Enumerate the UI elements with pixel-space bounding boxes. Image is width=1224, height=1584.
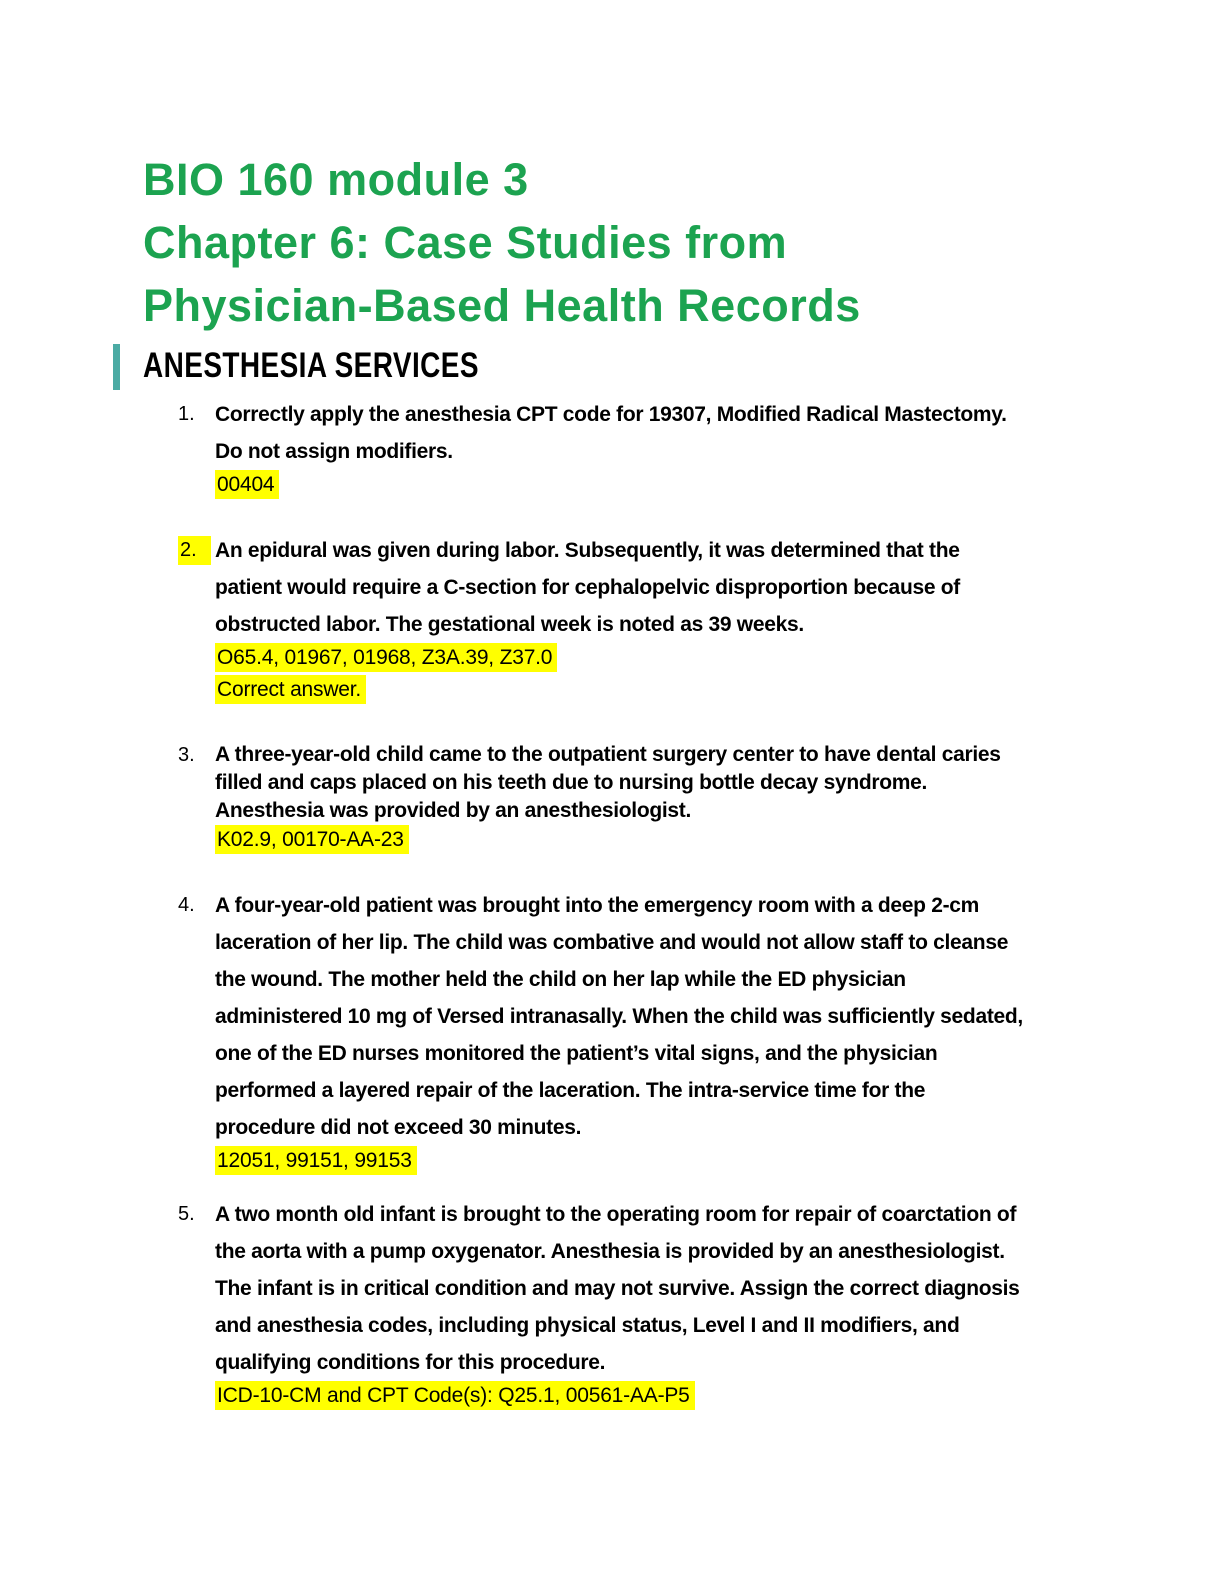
question-text-line: An epidural was given during labor. Subs… [215,539,960,562]
question-item-5: 5. A two month old infant is brought to t… [178,1196,1104,1413]
answer-line: ICD-10-CM and CPT Code(s): Q25.1, 00561-… [215,1381,1104,1413]
question-text-line: laceration of her lip. The child was com… [215,931,1009,954]
question-text-line: The infant is in critical condition and … [215,1277,1020,1300]
answer-line: Correct answer. [215,675,1104,707]
section-heading: ANESTHESIA SERVICES [113,342,1104,390]
question-item-2: 2.An epidural was given during labor. Su… [178,532,1104,707]
question-number: 5. [178,1203,195,1225]
answer-highlight: ICD-10-CM and CPT Code(s): Q25.1, 00561-… [215,1381,695,1410]
question-number: 1. [178,403,195,425]
answer-line: O65.4, 01967, 01968, Z3A.39, Z37.0 [215,643,1104,675]
question-text-line: the aorta with a pump oxygenator. Anesth… [215,1240,1005,1263]
question-text-line: A three-year-old child came to the outpa… [215,743,1001,766]
question-text-line: Anesthesia was provided by an anesthesio… [215,799,692,822]
section-heading-text: ANESTHESIA SERVICES [143,346,479,385]
question-text-line: Do not assign modifiers. [215,440,453,463]
answer-highlight: 12051, 99151, 99153 [215,1146,417,1175]
question-text-line: A four-year-old patient was brought into… [215,894,980,917]
question-text-line: filled and caps placed on his teeth due … [215,771,928,794]
question-body: An epidural was given during labor. Subs… [215,532,1104,707]
questions-list: 1. Correctly apply the anesthesia CPT cod… [143,396,1104,1413]
question-item-4: 4. A four-year-old patient was brought in… [178,887,1104,1178]
question-text-line: performed a layered repair of the lacera… [215,1079,926,1102]
question-text-line: patient would require a C-section for ce… [215,576,960,599]
title-line-2: Chapter 6: Case Studies from [143,217,788,268]
accent-bar [113,344,120,390]
question-item-3: 3. A three-year-old child came to the out… [178,741,1104,857]
question-body: A two month old infant is brought to the… [215,1196,1104,1413]
answer-highlight: K02.9, 00170-AA-23 [215,825,409,854]
question-text-line: administered 10 mg of Versed intranasall… [215,1005,1023,1028]
question-text-line: obstructed labor. The gestational week i… [215,613,804,636]
question-text-line: qualifying conditions for this procedure… [215,1351,606,1374]
title-line-3: Physician-Based Health Records [143,280,861,331]
question-text-line: one of the ED nurses monitored the patie… [215,1042,938,1065]
question-text-line: Correctly apply the anesthesia CPT code … [215,403,1007,426]
question-text-line: and anesthesia codes, including physical… [215,1314,960,1337]
question-text-line: the wound. The mother held the child on … [215,968,906,991]
answer-line: 00404 [215,470,1104,502]
question-body: A three-year-old child came to the outpa… [215,741,1104,857]
question-number-highlight: 2. [178,536,211,565]
question-item-1: 1. Correctly apply the anesthesia CPT cod… [178,396,1104,502]
question-number: 3. [178,744,195,766]
question-number: 4. [178,894,195,916]
question-number: 2. [178,532,215,707]
answer-line: 12051, 99151, 99153 [215,1146,1104,1178]
question-text-line: A two month old infant is brought to the… [215,1203,1017,1226]
question-text-line: procedure did not exceed 30 minutes. [215,1116,582,1139]
question-body: Correctly apply the anesthesia CPT code … [215,396,1104,502]
answer-highlight: 00404 [215,470,280,499]
question-body: A four-year-old patient was brought into… [215,887,1104,1178]
page-title: BIO 160 module 3 Chapter 6: Case Studies… [143,148,1104,337]
answer-highlight: Correct answer. [215,675,367,704]
answer-highlight: O65.4, 01967, 01968, Z3A.39, Z37.0 [215,643,558,672]
title-line-1: BIO 160 module 3 [143,154,529,205]
answer-line: K02.9, 00170-AA-23 [215,825,1104,857]
